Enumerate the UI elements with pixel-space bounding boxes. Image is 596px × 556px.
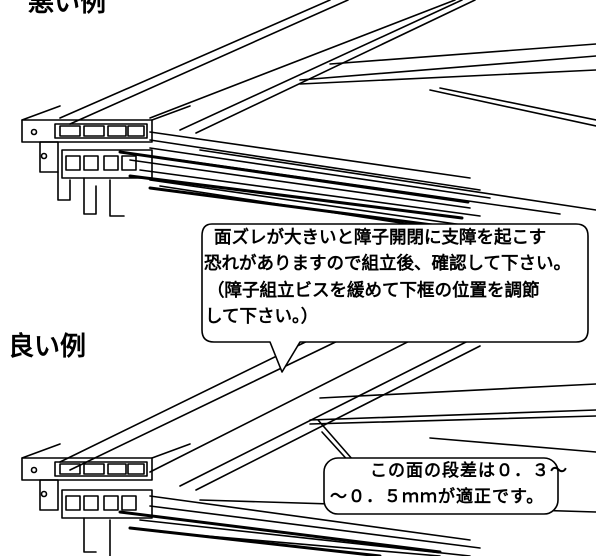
warning-callout-bubble — [201, 223, 589, 373]
step-note-line: この面の段差は０．３～ — [370, 461, 568, 481]
warning-line: 恐れがありますので組立後、確認して下さい。 — [204, 254, 571, 274]
bad-example-assembly — [21, 0, 596, 233]
step-note-bubble — [323, 457, 559, 515]
bad-example-title: 悪い例 — [28, 0, 107, 18]
warning-line: 面ズレが大きいと障子開閉に支障を起こす — [214, 228, 547, 248]
good-example-title: 良い例 — [8, 332, 87, 362]
warning-line: して下さい。） — [205, 307, 319, 327]
good-example-assembly — [21, 317, 596, 556]
step-note-line: ～０．５ｍｍが適正です。 — [330, 487, 545, 507]
warning-line: （障子組立ビスを緩めて下框の位置を調節 — [207, 281, 540, 301]
